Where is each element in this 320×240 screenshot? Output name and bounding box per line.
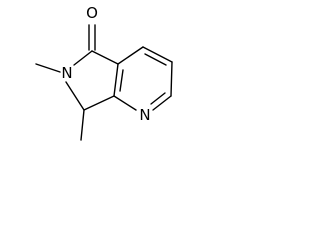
bond-n1-c7a bbox=[113, 95, 137, 111]
bond-c4a-c4 bbox=[117, 46, 144, 65]
bond-c7-methyl bbox=[80, 109, 85, 141]
bond-n6-c7 bbox=[65, 81, 85, 111]
bond-c4-c3-inner bbox=[144, 53, 167, 66]
bond-c5-n6 bbox=[73, 50, 93, 66]
bond-c4-c3 bbox=[142, 46, 173, 63]
bond-c7-c7a bbox=[83, 95, 115, 111]
bond-c2-n1 bbox=[152, 95, 172, 111]
bond-n6-methyl bbox=[35, 63, 61, 73]
atom-label-pyridine-nitrogen: N bbox=[139, 106, 150, 124]
bond-c4a-c7a-inner bbox=[119, 69, 124, 92]
bond-c3-c2 bbox=[170, 61, 173, 97]
bond-c5-c4a bbox=[91, 50, 119, 65]
bond-c4a-c7a bbox=[113, 63, 119, 97]
atom-label-lactam-nitrogen: N bbox=[61, 64, 72, 82]
bond-c2-n1-inner bbox=[150, 92, 166, 105]
chemical-structure: O N N bbox=[35, 4, 173, 141]
atom-label-oxygen: O bbox=[86, 4, 98, 22]
